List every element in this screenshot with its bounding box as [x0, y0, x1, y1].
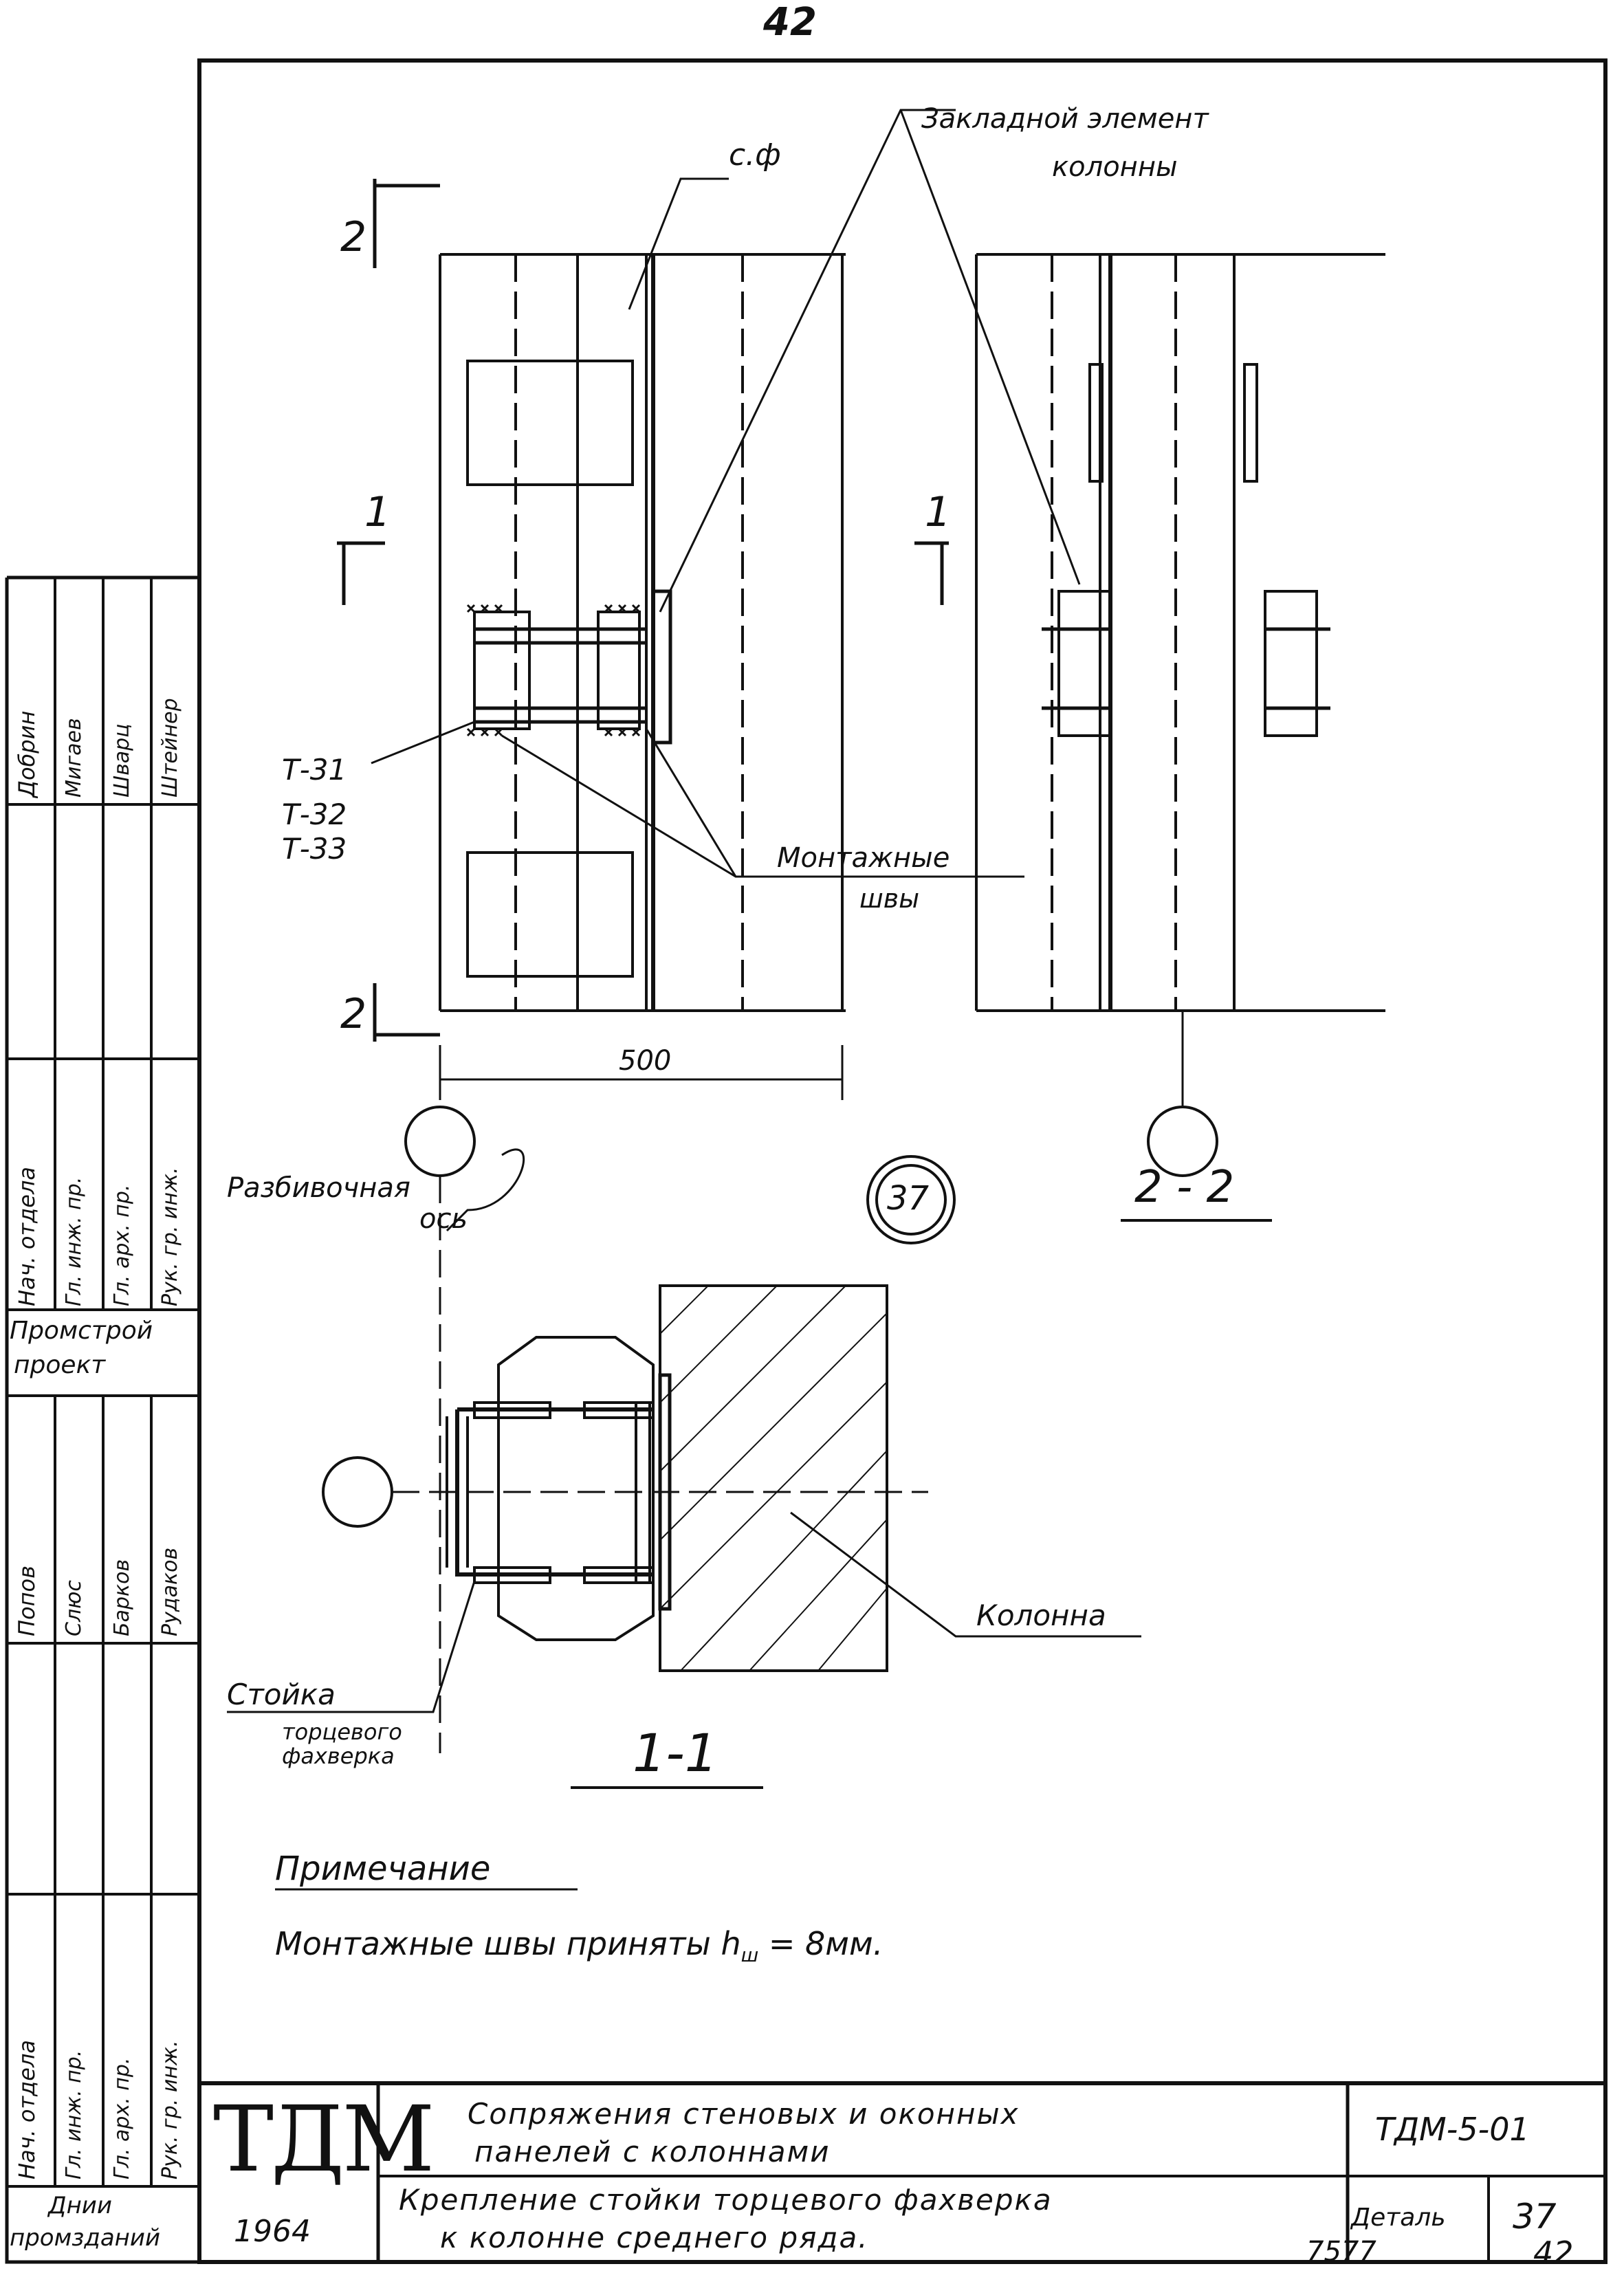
page-number-top: 42 — [763, 0, 817, 45]
label-t31: Т-31 — [282, 753, 347, 787]
stamp-org2-1: Днии — [48, 2192, 112, 2219]
stamp-a-3: Рук. гр. инж. — [158, 1167, 182, 1306]
note-text-main: Монтажные швы приняты h — [275, 1925, 741, 1962]
note-subscript: ш — [740, 1944, 759, 1967]
subtitle-line-2: к колонне среднего ряда. — [440, 2221, 869, 2254]
dimension-500: 500 — [619, 1045, 672, 1077]
section-mark-1-right: 1 — [925, 488, 952, 536]
label-post-2: торцевого — [282, 1719, 402, 1745]
stamp-b-1: Мигаев — [62, 718, 86, 798]
label-t32: Т-32 — [282, 798, 347, 831]
label-mounting-welds-1: Монтажные — [777, 842, 950, 874]
section-mark-1-left: 1 — [364, 488, 391, 536]
label-post-3: фахверка — [282, 1743, 395, 1769]
stamp-c-0: Нач. отдела — [14, 2039, 40, 2179]
title-code: ТДМ-5-01 — [1375, 2111, 1530, 2148]
detail-number-circle: 37 — [887, 1179, 930, 1218]
section-mark-2-bottom: 2 — [340, 990, 367, 1038]
elevation-view-right — [899, 109, 1385, 1107]
stamp-org2-2: промзданий — [10, 2224, 161, 2252]
label-t33: Т-33 — [282, 832, 347, 866]
stamp-b-0: Добрин — [14, 710, 40, 798]
title-year: 1964 — [234, 2214, 311, 2249]
elevation-view-left — [337, 109, 1024, 1100]
title-line-1: Сопряжения стеновых и оконных — [468, 2097, 1020, 2131]
section-label-2-2: 2 - 2 — [1134, 1162, 1235, 1213]
stamp-c-2: Гл. арх. пр. — [110, 2057, 134, 2179]
note-value: = 8мм. — [758, 1925, 884, 1962]
label-embedded-element-1: Закладной элемент — [921, 103, 1209, 135]
stamp-b-3: Штейнер — [158, 698, 182, 798]
label-sf: с.ф — [729, 138, 781, 173]
title-detail-label: Деталь — [1351, 2204, 1446, 2232]
bottom-number: 7577 — [1306, 2236, 1376, 2267]
subtitle-line-1: Крепление стойки торцевого фахверка — [399, 2183, 1053, 2217]
label-embedded-element-2: колонны — [1052, 151, 1178, 183]
note-text: Монтажные швы приняты hш = 8мм. — [275, 1925, 883, 1966]
bottom-page: 42 — [1533, 2234, 1574, 2272]
side-stamp-grid — [7, 578, 199, 2188]
stamp-org-1: Промстрой — [10, 1317, 153, 1345]
stamp-d-3: Рудаков — [158, 1547, 182, 1636]
stamp-b-2: Шварц — [110, 723, 134, 798]
label-axis-1: Разбивочная — [227, 1172, 410, 1204]
stamp-d-1: Слюс — [62, 1580, 86, 1636]
stamp-org-2: проект — [14, 1351, 106, 1379]
stamp-d-2: Барков — [110, 1559, 134, 1636]
label-axis-2: ось — [419, 1203, 468, 1235]
title-detail-number: 37 — [1513, 2197, 1557, 2237]
label-mounting-welds-2: швы — [859, 883, 920, 914]
label-column: Колонна — [976, 1599, 1106, 1632]
label-post-1: Стойка — [227, 1678, 336, 1711]
stamp-a-0: Нач. отдела — [14, 1166, 40, 1306]
section-label-1-1: 1-1 — [633, 1722, 718, 1783]
stamp-a-1: Гл. инж. пр. — [62, 1176, 86, 1306]
section-mark-2-top: 2 — [340, 213, 367, 261]
stamp-d-0: Попов — [14, 1566, 40, 1636]
title-line-2: панелей с колоннами — [474, 2135, 831, 2168]
note-title: Примечание — [275, 1849, 491, 1888]
section-1-1 — [227, 1148, 1272, 1891]
stamp-a-2: Гл. арх. пр. — [110, 1184, 134, 1306]
title-logo: ТДМ — [213, 2087, 435, 2193]
stamp-c-3: Рук. гр. инж. — [158, 2040, 182, 2179]
stamp-c-1: Гл. инж. пр. — [62, 2050, 86, 2179]
